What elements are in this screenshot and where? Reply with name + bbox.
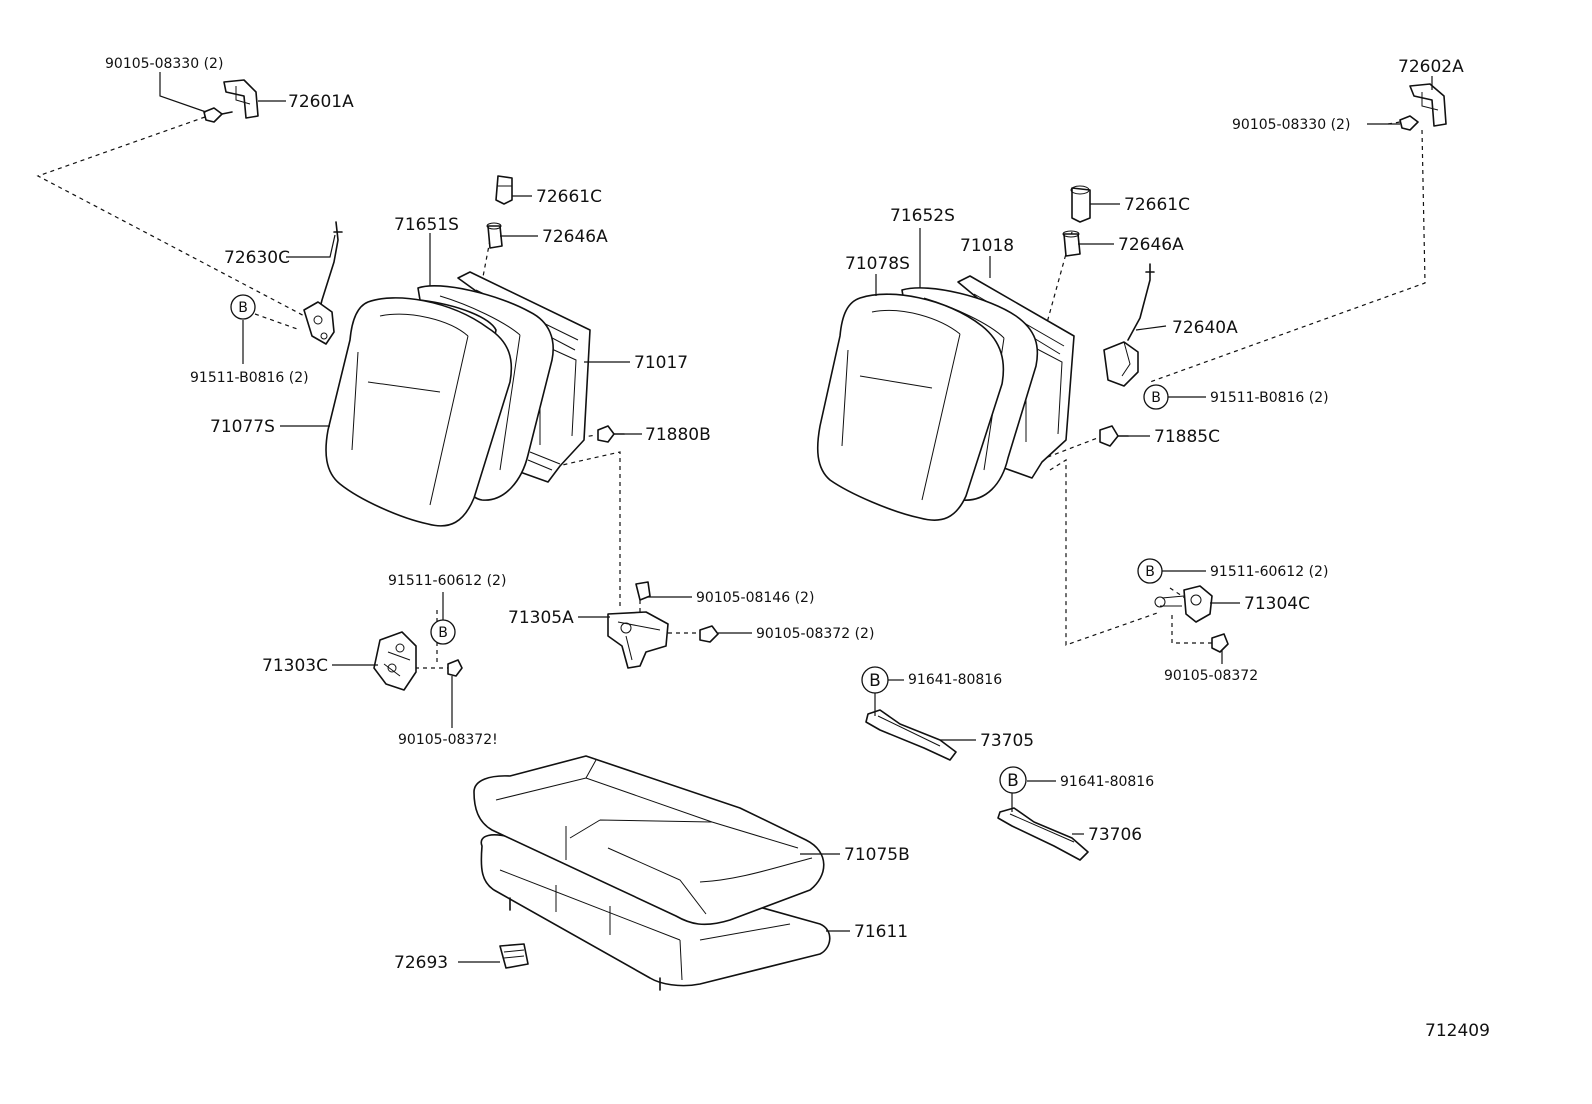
callout-72646A-right: 72646A — [1118, 235, 1184, 255]
b-marker-5: B — [861, 666, 889, 694]
callout-72640A: 72640A — [1172, 318, 1238, 338]
part-callouts: 90105-08330 (2) 72601A 72630C 91511-B081… — [105, 56, 1464, 973]
seatback-cover-71078S — [816, 293, 1005, 521]
callout-90105-08330-right: 90105-08330 (2) — [1232, 117, 1350, 133]
left-striker-72601A — [203, 79, 259, 123]
callout-91511-60612-right: 91511-60612 (2) — [1210, 564, 1328, 580]
svg-text:B: B — [438, 625, 448, 641]
callout-90105-08372-right: 90105-08372 — [1164, 668, 1258, 684]
callout-71303C: 71303C — [262, 656, 328, 676]
callout-71017: 71017 — [634, 353, 688, 373]
b-marker-4: B — [1137, 558, 1163, 584]
left-seat-back-assembly — [325, 271, 591, 527]
callout-73705: 73705 — [980, 731, 1034, 751]
svg-text:B: B — [1007, 771, 1019, 791]
b-marker-3: B — [430, 619, 456, 645]
callout-91511-B0816-left: 91511-B0816 (2) — [190, 370, 309, 386]
cushion-cover-71075B — [473, 755, 825, 926]
figure-number: 712409 — [1425, 1021, 1490, 1041]
b-marker-2: B — [1143, 384, 1169, 410]
callout-71078S: 71078S — [845, 254, 910, 274]
callout-71304C: 71304C — [1244, 594, 1310, 614]
rail-73706 — [997, 807, 1089, 861]
callout-72693: 72693 — [394, 953, 448, 973]
bolt-71885C — [1099, 425, 1129, 447]
callout-73706: 73706 — [1088, 825, 1142, 845]
callout-91641-80816-b: 91641-80816 — [1060, 774, 1154, 790]
callout-71880B: 71880B — [645, 425, 711, 445]
callout-71651S: 71651S — [394, 215, 459, 235]
callout-71018: 71018 — [960, 236, 1014, 256]
seatback-cover-71077S — [325, 297, 513, 527]
b-reference-markers: B B B B B B — [230, 294, 1169, 794]
svg-text:B: B — [1145, 564, 1155, 580]
left-hinge-71303C — [373, 631, 463, 691]
right-hinge-71304C — [1154, 585, 1229, 653]
left-headrest-support — [486, 175, 513, 249]
right-headrest-support — [1062, 185, 1091, 257]
callout-72646A-left: 72646A — [542, 227, 608, 247]
right-seatback-lock-72640A — [1103, 263, 1155, 387]
b-marker-1: B — [230, 294, 256, 320]
seat-cushion-assembly — [473, 755, 831, 991]
callout-72602A: 72602A — [1398, 57, 1464, 77]
callout-71075B: 71075B — [844, 845, 910, 865]
left-seatback-lock-72630C — [303, 221, 343, 345]
callout-91511-B0816-right: 91511-B0816 (2) — [1210, 390, 1329, 406]
callout-72661C-right: 72661C — [1124, 195, 1190, 215]
leader-lines — [159, 72, 1433, 963]
callout-71077S: 71077S — [210, 417, 275, 437]
clip-72693 — [499, 943, 529, 969]
callout-72661C-left: 72661C — [536, 187, 602, 207]
callout-72630C: 72630C — [224, 248, 290, 268]
right-striker-72602A — [1399, 83, 1447, 131]
right-seat-back-assembly — [816, 275, 1075, 521]
callout-90105-08372-left: 90105-08372! — [398, 732, 498, 748]
bolt-71880B — [597, 425, 625, 443]
callout-71611: 71611 — [854, 922, 908, 942]
callout-90105-08146: 90105-08146 (2) — [696, 590, 814, 606]
svg-text:B: B — [1151, 390, 1161, 406]
b-marker-6: B — [999, 766, 1027, 794]
callout-71652S: 71652S — [890, 206, 955, 226]
callout-71305A: 71305A — [508, 608, 574, 628]
rail-73705 — [865, 709, 957, 761]
center-hinge-71305A — [607, 581, 719, 669]
callout-90105-08372-middle: 90105-08372 (2) — [756, 626, 874, 642]
callout-90105-08330-left: 90105-08330 (2) — [105, 56, 223, 72]
callout-71885C: 71885C — [1154, 427, 1220, 447]
svg-text:B: B — [238, 300, 248, 316]
callout-72601A: 72601A — [288, 92, 354, 112]
callout-91641-80816-a: 91641-80816 — [908, 672, 1002, 688]
callout-91511-60612-left: 91511-60612 (2) — [388, 573, 506, 589]
svg-text:B: B — [869, 671, 881, 691]
